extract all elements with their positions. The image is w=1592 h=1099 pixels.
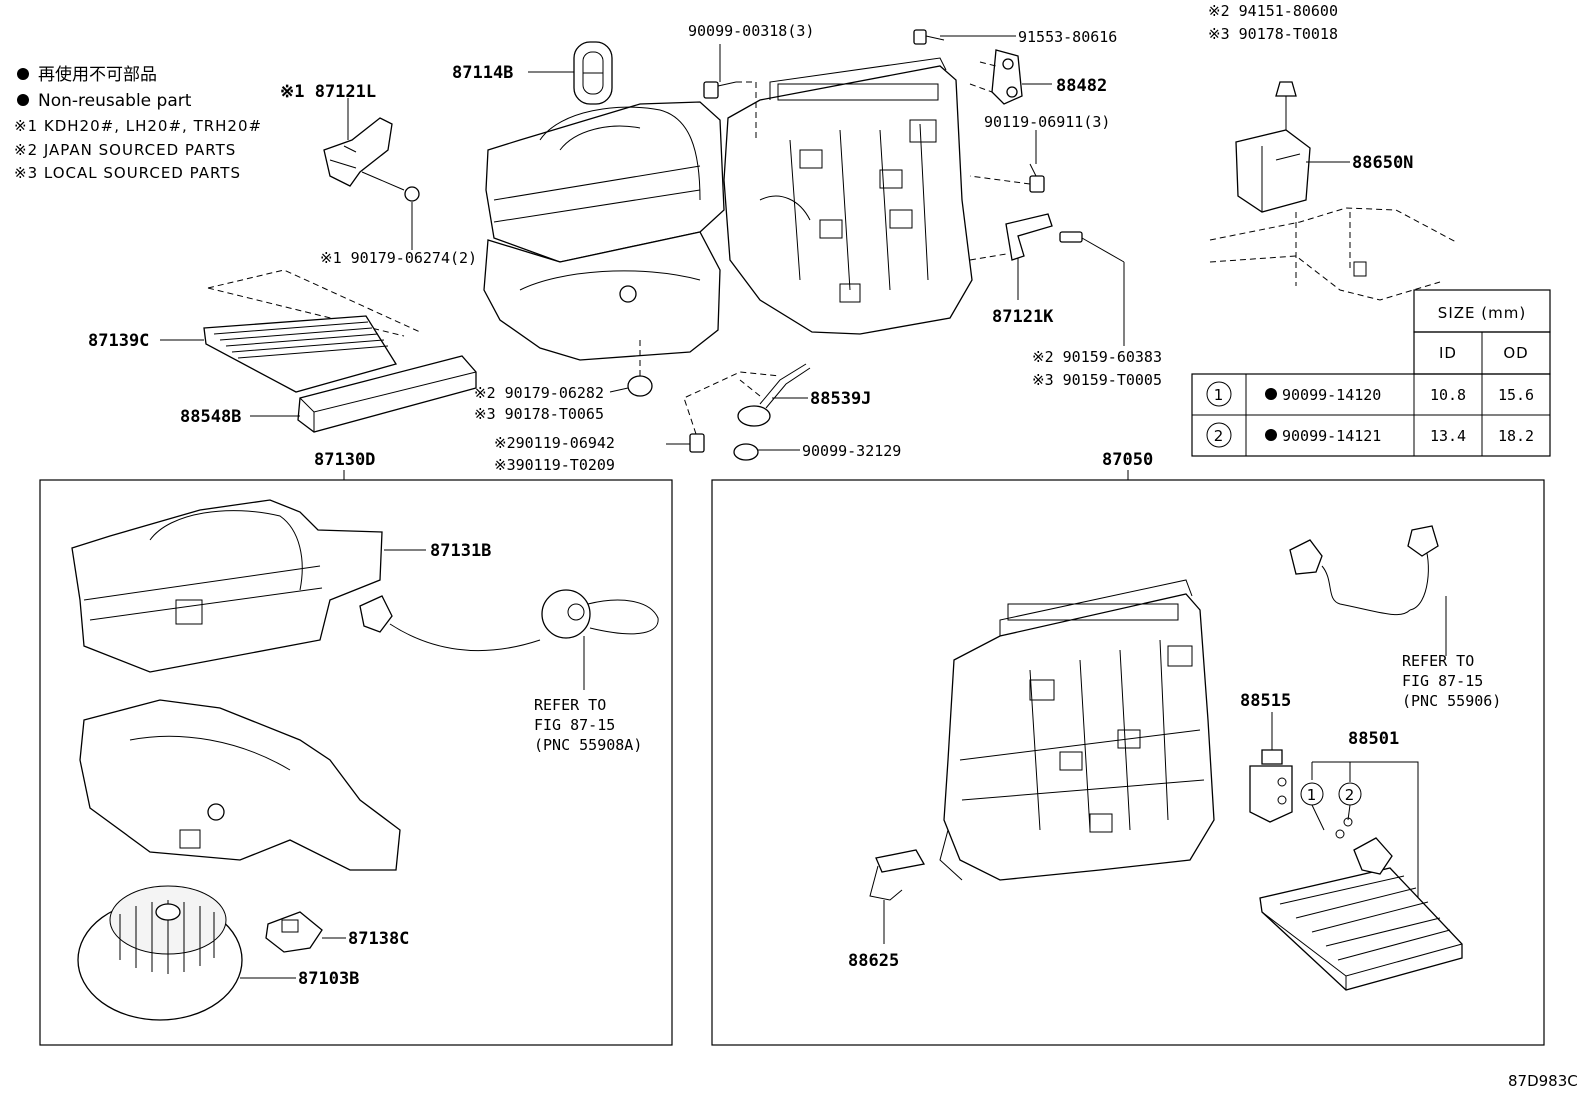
label-90159-60383: ※2 90159-60383 (1032, 348, 1162, 366)
label-88650N: 88650N (1352, 153, 1413, 173)
ref2-line3: (PNC 55906) (1402, 692, 1501, 710)
blower-assembly-box (39, 479, 673, 1046)
label-87121K: 87121K (992, 307, 1054, 327)
label-87139C: 87139C (88, 331, 149, 351)
module-88650N (1209, 81, 1457, 301)
grommet-90179-06282 (609, 340, 653, 397)
bullet-icon (1265, 388, 1277, 400)
table-col-od: OD (1503, 344, 1528, 362)
screw-90119-06942 (666, 371, 781, 453)
row2-index: 2 (1214, 427, 1225, 445)
size-table: SIZE (mm) ID OD 1 90099-14120 10.8 15.6 … (1191, 289, 1551, 457)
sensor-88625 (869, 849, 926, 944)
label-87050: 87050 (1102, 450, 1153, 470)
ref1-line1: REFER TO (534, 696, 606, 714)
legend-jp: 再使用不可部品 (38, 64, 157, 85)
wire-harness-right (1289, 525, 1447, 656)
filter-case-88548B (250, 355, 477, 433)
label-88548B: 88548B (180, 407, 241, 427)
hose-88539J (737, 363, 811, 427)
expansion-valve-88515 (1249, 712, 1293, 823)
bullet-icon (17, 68, 29, 80)
label-90119-06942: ※290119-06942 (494, 434, 615, 452)
bracket-87121K (969, 213, 1125, 346)
row2-id: 13.4 (1430, 427, 1466, 445)
label-90179-06274: ※1 90179-06274(2) (320, 249, 477, 267)
table-col-id: ID (1439, 344, 1457, 362)
grommet-88482 (969, 49, 1052, 105)
ref2-line1: REFER TO (1402, 652, 1474, 670)
label-88515: 88515 (1240, 691, 1291, 711)
callout-1: 1 (1307, 786, 1318, 804)
screw-91553-80616 (913, 29, 1016, 45)
label-88501: 88501 (1348, 729, 1399, 749)
row1-part: 90099-14120 (1282, 386, 1381, 404)
label-94151-80600: ※2 94151-80600 (1208, 2, 1338, 20)
heater-assembly-box (711, 479, 1545, 1046)
legend-en: Non-reusable part (38, 91, 192, 111)
ref1-line3: (PNC 55908A) (534, 736, 642, 754)
label-87130D: 87130D (314, 450, 375, 470)
legend: 再使用不可部品 Non-reusable part ※1 KDH20#, LH2… (14, 64, 262, 182)
heater-unit-87050 (939, 579, 1215, 881)
resistor-87138C (265, 911, 346, 953)
blower-motor-87103B (77, 885, 296, 1021)
label-87103B: 87103B (298, 969, 359, 989)
label-87121L: ※1 87121L (280, 82, 376, 102)
legend-note-1: ※1 KDH20#, LH20#, TRH20# (14, 117, 262, 135)
row1-id: 10.8 (1430, 386, 1466, 404)
bracket-87121L (323, 98, 420, 250)
seal-87114B (528, 41, 613, 105)
screw-90119-06911 (969, 130, 1045, 193)
blower-case-lower (79, 699, 401, 871)
evaporator-88501: 1 2 (1259, 761, 1463, 991)
row1-od: 15.6 (1498, 386, 1534, 404)
label-88625: 88625 (848, 951, 899, 971)
filter-87139C (160, 269, 421, 393)
row1-index: 1 (1214, 386, 1225, 404)
label-87131B: 87131B (430, 541, 491, 561)
label-90099-00318: 90099-00318(3) (688, 22, 814, 40)
grommet-90099-32129 (733, 443, 800, 461)
legend-note-3: ※3 LOCAL SOURCED PARTS (14, 164, 241, 182)
figure-code: 87D983C (1508, 1072, 1578, 1090)
table-header: SIZE (mm) (1438, 304, 1526, 322)
label-88539J: 88539J (810, 389, 871, 409)
label-90179-06282: ※2 90179-06282 (474, 384, 604, 402)
bullet-icon (17, 94, 29, 106)
label-90119-06911: 90119-06911(3) (984, 113, 1110, 131)
label-91553-80616: 91553-80616 (1018, 28, 1117, 46)
blower-case-upper-87131B (71, 499, 426, 673)
wire-harness-left (359, 589, 659, 690)
label-90119-T0209: ※390119-T0209 (494, 456, 615, 474)
legend-note-2: ※2 JAPAN SOURCED PARTS (14, 141, 236, 159)
ref1-line2: FIG 87-15 (534, 716, 615, 734)
hvac-assembly-top (483, 57, 973, 361)
label-90178-T0018: ※3 90178-T0018 (1208, 25, 1338, 43)
label-90178-T0065: ※3 90178-T0065 (474, 405, 604, 423)
callout-2: 2 (1345, 786, 1356, 804)
screw-90099-00318 (703, 44, 757, 140)
row2-part: 90099-14121 (1282, 427, 1381, 445)
label-90159-T0005: ※3 90159-T0005 (1032, 371, 1162, 389)
label-90099-32129: 90099-32129 (802, 442, 901, 460)
bullet-icon (1265, 429, 1277, 441)
ref2-line2: FIG 87-15 (1402, 672, 1483, 690)
label-87114B: 87114B (452, 63, 513, 83)
row2-od: 18.2 (1498, 427, 1534, 445)
label-87138C: 87138C (348, 929, 409, 949)
label-88482: 88482 (1056, 76, 1107, 96)
